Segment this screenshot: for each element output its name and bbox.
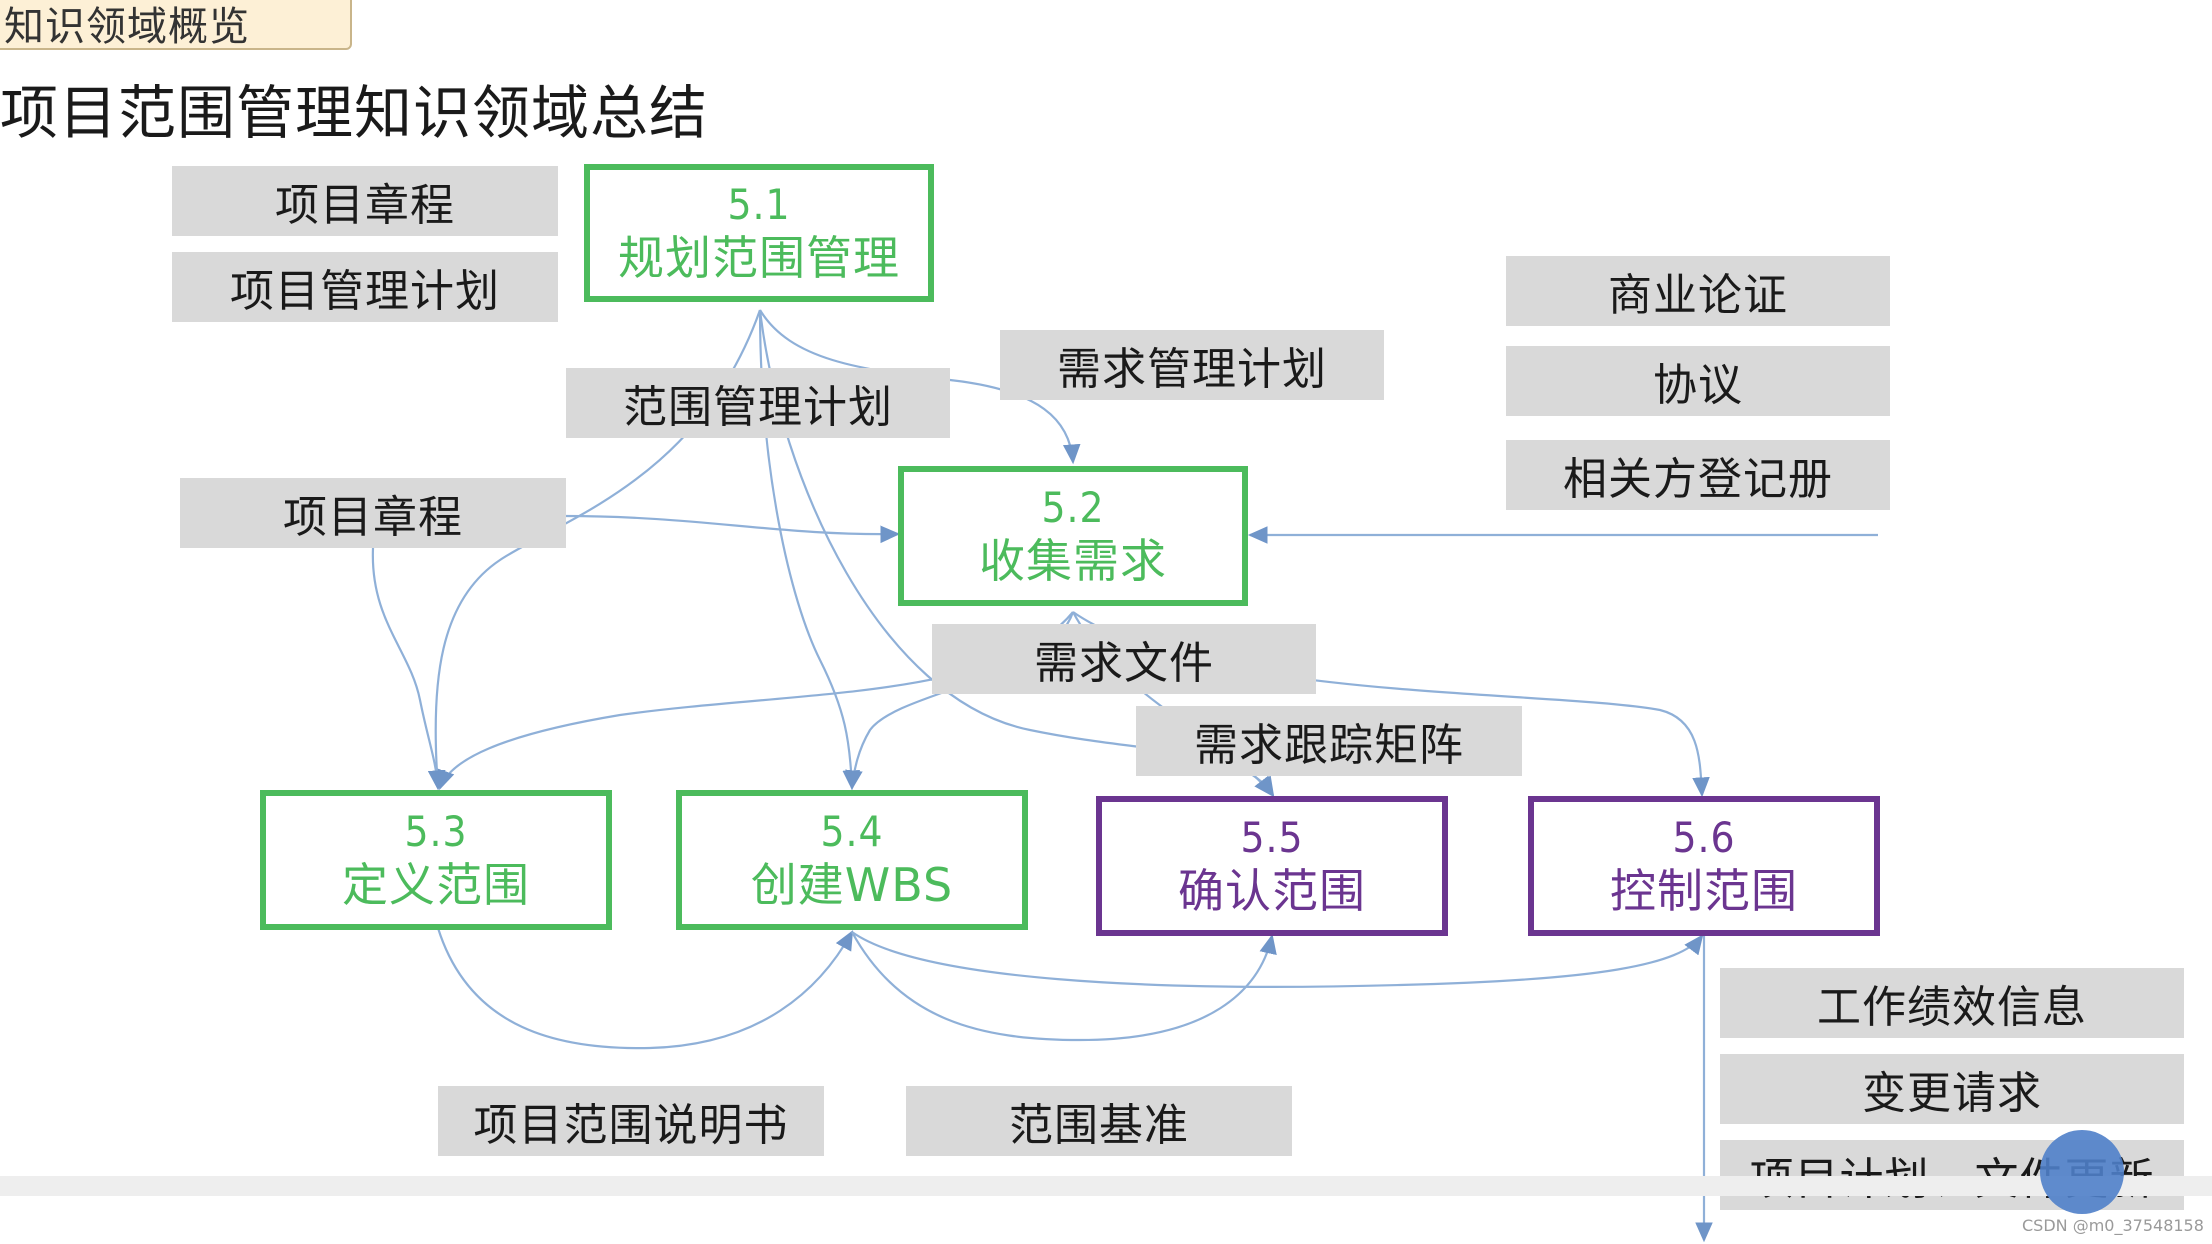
process-number: 5.1	[727, 180, 791, 230]
process-5-2-collect-requirements[interactable]: 5.2 收集需求	[898, 466, 1248, 606]
input-stakeholder-register: 相关方登记册	[1506, 440, 1890, 510]
process-5-1-plan-scope-management[interactable]: 5.1 规划范围管理	[584, 164, 934, 302]
process-5-5-validate-scope[interactable]: 5.5 确认范围	[1096, 796, 1448, 936]
arrow-54-to-55	[851, 931, 1277, 1042]
input-project-charter-mid: 项目章程	[180, 478, 566, 548]
arrow-53-to-54	[436, 927, 854, 1050]
label-requirements-management-plan: 需求管理计划	[1000, 330, 1384, 400]
watermark: CSDN @m0_37548158	[2022, 1216, 2204, 1235]
bottom-divider	[0, 1176, 2212, 1196]
input-business-case: 商业论证	[1506, 256, 1890, 326]
process-number: 5.6	[1672, 813, 1736, 863]
process-name: 定义范围	[342, 857, 530, 912]
tab-label: 知识领域概览	[4, 4, 250, 50]
knowledge-area-overview-tab[interactable]: 知识领域概览	[0, 0, 352, 50]
label-requirements-traceability-matrix: 需求跟踪矩阵	[1136, 706, 1522, 776]
process-name: 收集需求	[979, 533, 1167, 588]
arrow-charter-to-53	[371, 547, 446, 791]
floating-assistant-icon[interactable]	[2040, 1130, 2124, 1214]
process-5-4-create-wbs[interactable]: 5.4 创建WBS	[676, 790, 1028, 930]
process-5-3-define-scope[interactable]: 5.3 定义范围	[260, 790, 612, 930]
process-name: 控制范围	[1610, 863, 1798, 918]
input-agreements: 协议	[1506, 346, 1890, 416]
process-number: 5.5	[1240, 813, 1304, 863]
arrow-54-to-56	[851, 931, 1704, 988]
input-project-charter-top: 项目章程	[172, 166, 558, 236]
output-change-requests: 变更请求	[1720, 1054, 2184, 1124]
process-name: 规划范围管理	[618, 230, 900, 285]
label-requirements-documentation: 需求文件	[932, 624, 1316, 694]
label-scope-baseline: 范围基准	[906, 1086, 1292, 1156]
process-number: 5.2	[1041, 483, 1105, 533]
process-5-6-control-scope[interactable]: 5.6 控制范围	[1528, 796, 1880, 936]
label-scope-management-plan: 范围管理计划	[566, 368, 950, 438]
page-title: 项目范围管理知识领域总结	[0, 79, 709, 147]
process-name: 创建WBS	[750, 857, 954, 912]
input-project-management-plan: 项目管理计划	[172, 252, 558, 322]
output-work-performance-information: 工作绩效信息	[1720, 968, 2184, 1038]
process-number: 5.3	[404, 807, 468, 857]
process-number: 5.4	[820, 807, 884, 857]
process-name: 确认范围	[1178, 863, 1366, 918]
label-project-scope-statement: 项目范围说明书	[438, 1086, 824, 1156]
arrow-charter-to-52	[564, 514, 901, 544]
